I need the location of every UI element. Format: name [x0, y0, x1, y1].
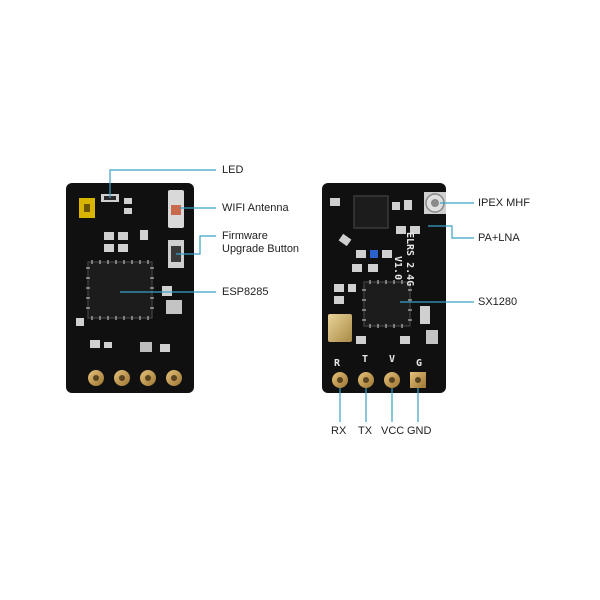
left-pads [88, 370, 182, 386]
firmware-callout-line [176, 235, 216, 255]
pin-gnd-label: GND [407, 425, 432, 437]
ipex-connector [424, 192, 446, 214]
pin-tx-label: TX [358, 425, 373, 437]
esp-label: ESP8285 [222, 286, 269, 298]
ipex-label: IPEX MHF [478, 197, 530, 209]
silk-pad-v: V [389, 354, 395, 365]
silk-pad-t: T [362, 354, 368, 365]
blue-led [370, 250, 378, 258]
led-callout-line [109, 169, 216, 198]
right-pads [332, 372, 426, 388]
led-label: LED [222, 164, 244, 176]
pin-vcc-label: VCC [381, 425, 405, 437]
pa-lna-label: PA+LNA [478, 232, 520, 244]
right-callout-lines [339, 202, 474, 422]
esp-chip [87, 261, 153, 319]
silk-model: ELRS 2.4G [404, 232, 415, 286]
pa-lna-callout-line [428, 225, 474, 239]
silk-pad-r: R [334, 358, 341, 369]
pin-rx-label: RX [331, 425, 347, 437]
left-board [66, 183, 194, 393]
right-board: ELRS 2.4G V1.0 R T V G [322, 183, 446, 393]
sx-label: SX1280 [478, 296, 518, 308]
firmware-label-line2: Upgrade Button [222, 243, 300, 255]
silk-pad-g: G [416, 358, 422, 369]
wifi-antenna-label: WIFI Antenna [222, 202, 289, 214]
sx-chip [363, 281, 411, 327]
firmware-label-line1: Firmware [222, 230, 268, 242]
silk-version: V1.0 [392, 256, 403, 280]
crystal [328, 314, 352, 342]
left-callout-lines [109, 169, 216, 293]
